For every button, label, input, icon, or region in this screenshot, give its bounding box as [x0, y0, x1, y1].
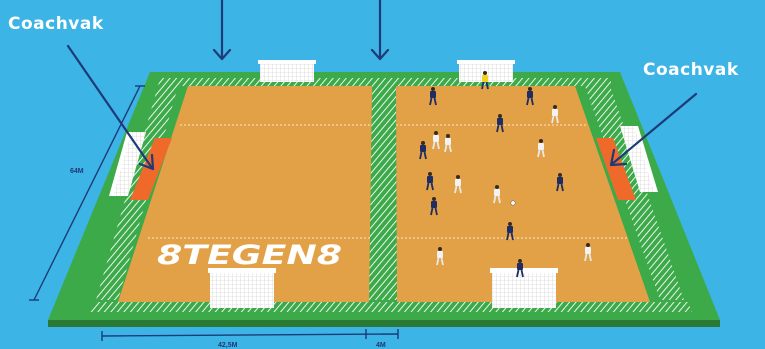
- dim-label-width: 42,5M: [218, 342, 238, 349]
- goal-top-left: [258, 60, 316, 82]
- goal-bottom-right: [490, 268, 558, 308]
- coach-label-left: Coachvak: [8, 14, 104, 34]
- match-title: 8TEGEN8: [157, 240, 342, 271]
- dim-label-zone: 4M: [376, 342, 386, 349]
- goal-bottom-left: [208, 268, 276, 308]
- ball: [511, 201, 515, 205]
- dim-label-length: 64M: [70, 168, 84, 175]
- coach-label-right: Coachvak: [643, 60, 739, 80]
